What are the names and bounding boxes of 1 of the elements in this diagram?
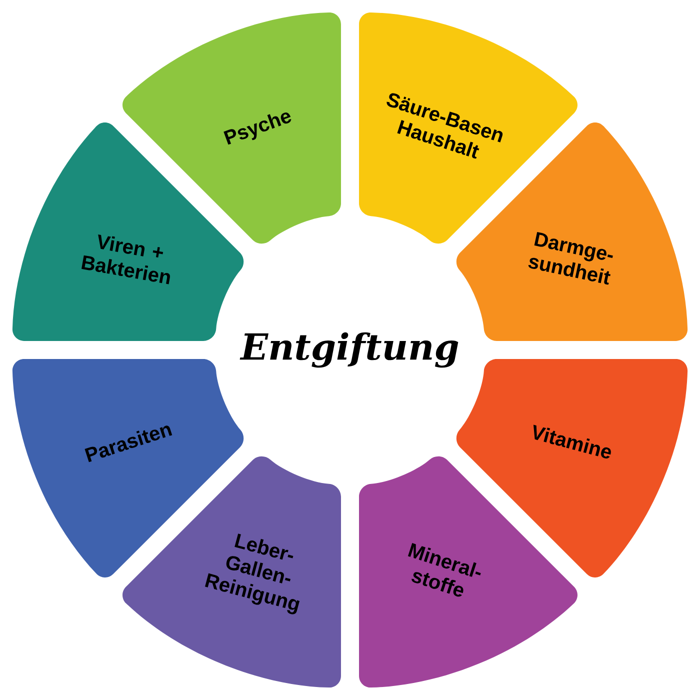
ring-segment: Mineral- stoffe xyxy=(359,456,578,688)
